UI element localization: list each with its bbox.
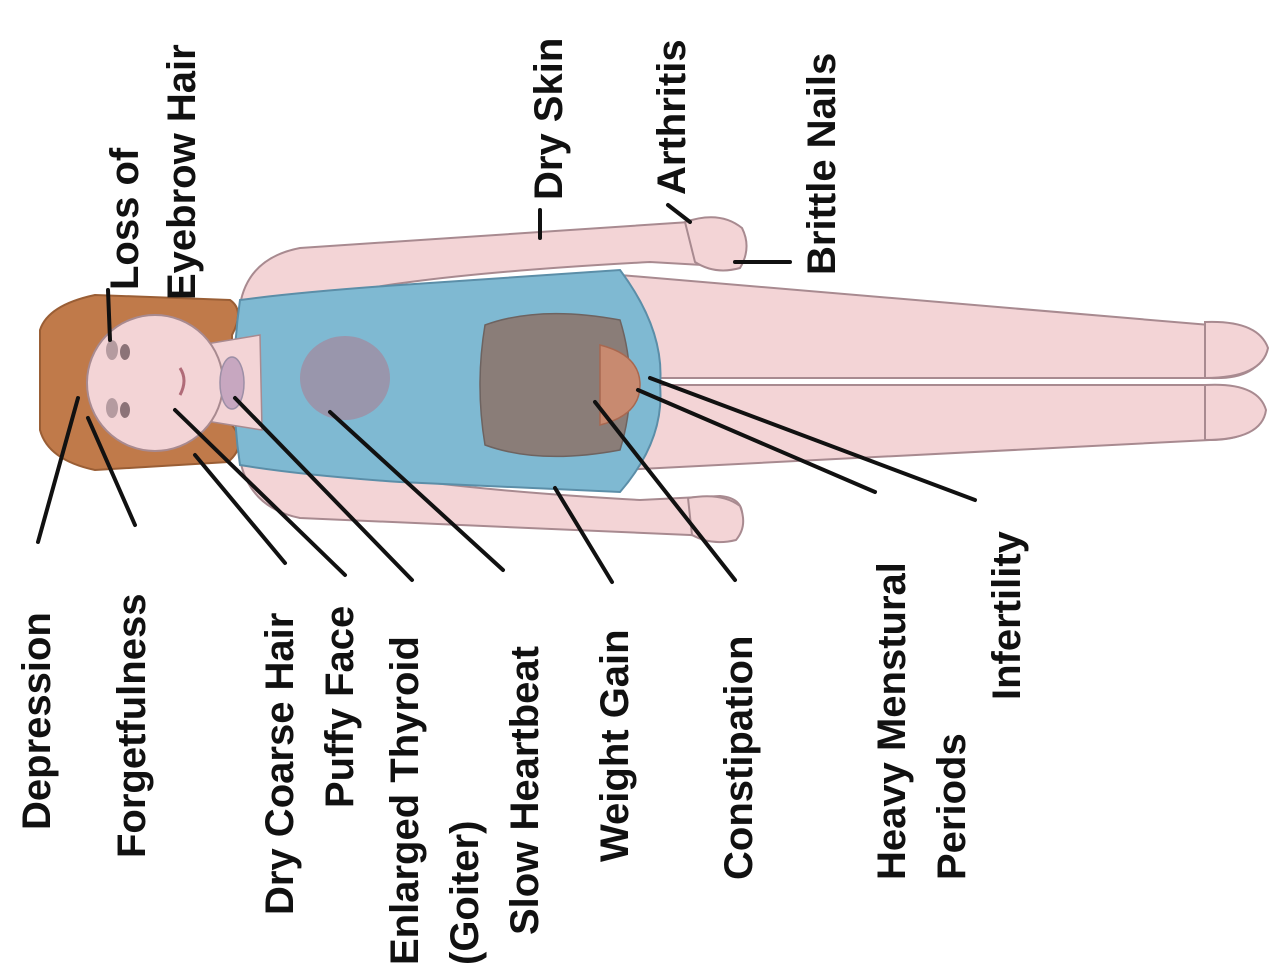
- label-infertility: Infertility: [985, 530, 1029, 700]
- hand-lower: [688, 496, 743, 542]
- eye-left: [120, 344, 130, 360]
- eye-right: [120, 402, 130, 418]
- label-enlarged-thyroid-line2: (Goiter): [443, 821, 487, 965]
- foot-lower: [1205, 385, 1266, 440]
- eyebrow-left: [106, 340, 118, 360]
- label-enlarged-thyroid-line1: Enlarged Thyroid: [383, 636, 427, 965]
- leg-lower: [620, 385, 1262, 470]
- heart-lungs: [300, 336, 390, 420]
- label-heavy-menstural-line2: Periods: [930, 733, 974, 880]
- foot-upper: [1205, 322, 1268, 378]
- label-puffy-face: Puffy Face: [318, 606, 362, 808]
- face: [87, 315, 223, 451]
- label-slow-heartbeat: Slow Heartbeat: [503, 646, 547, 935]
- label-dry-skin: Dry Skin: [527, 38, 571, 200]
- label-dry-coarse-hair: Dry Coarse Hair: [258, 613, 302, 915]
- label-loss-of-eyebrow-line2: Eyebrow Hair: [160, 44, 204, 300]
- label-forgetfulness: Forgetfulness: [110, 594, 154, 858]
- eyebrow-right: [106, 398, 118, 418]
- leader-arthritis: [668, 205, 690, 222]
- label-constipation: Constipation: [717, 636, 761, 880]
- label-arthritis: Arthritis: [650, 39, 694, 195]
- label-depression: Depression: [15, 612, 59, 830]
- label-weight-gain: Weight Gain: [593, 629, 637, 862]
- label-brittle-nails: Brittle Nails: [800, 53, 844, 275]
- label-heavy-menstural-line1: Heavy Menstural: [870, 562, 914, 880]
- leader-loss-of-eyebrow: [108, 290, 110, 340]
- label-loss-of-eyebrow-line1: Loss of: [103, 147, 147, 290]
- leg-upper: [620, 275, 1265, 378]
